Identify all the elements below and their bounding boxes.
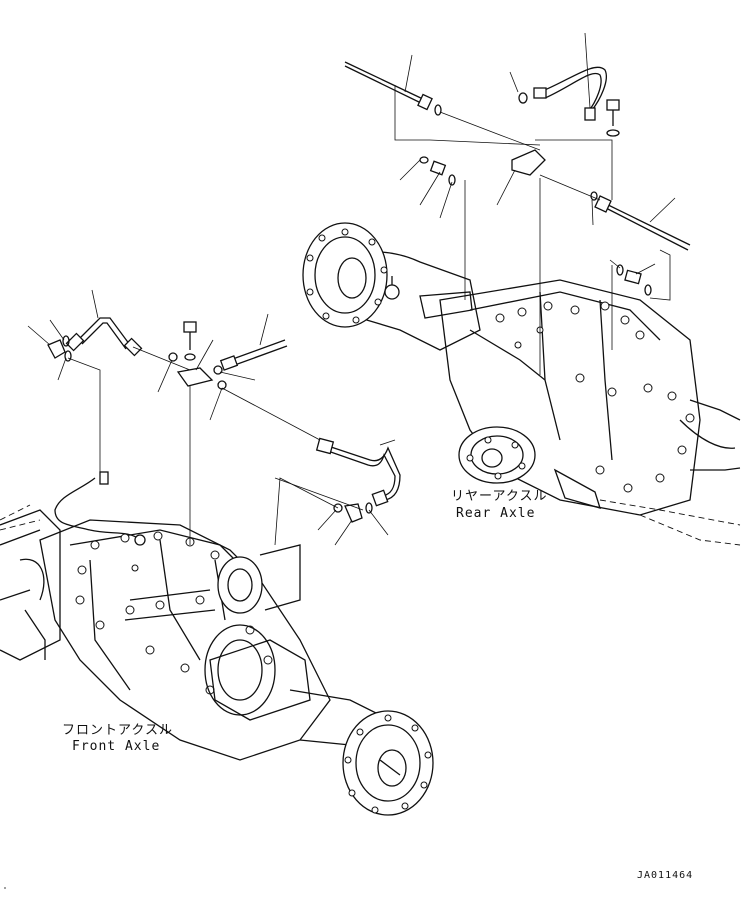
drawing-number: JA011464 [637,870,694,881]
front-axle-label-en: Front Axle [72,739,161,754]
rear-axle-assembly [302,222,741,546]
rear-brake-piping [344,32,691,375]
front-axle-assembly [0,471,434,816]
rear-axle-label-en: Rear Axle [456,506,536,521]
rear-axle-label-jp: リヤーアクスル [451,489,548,504]
front-axle-label-jp: フロントアクスル [62,723,173,738]
front-brake-piping [27,289,401,546]
